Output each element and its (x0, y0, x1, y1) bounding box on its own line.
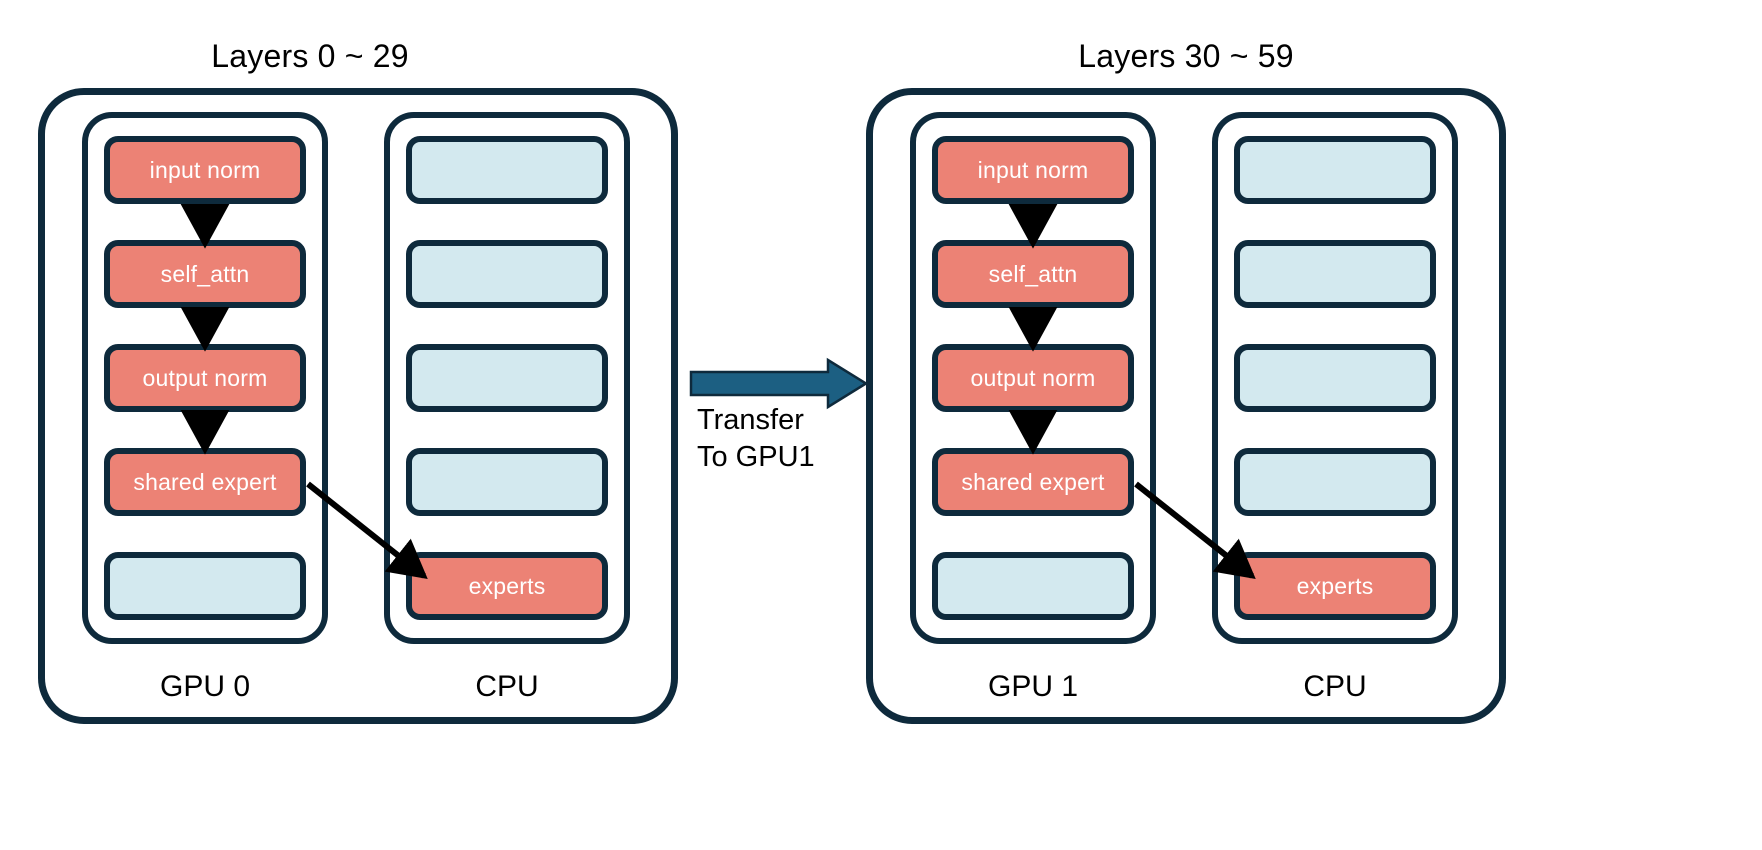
device-label-gpu0: GPU 0 (159, 670, 251, 703)
cpu-right-slot-4[interactable] (1234, 448, 1436, 516)
panel-title-left: Layers 0 ~ 29 (211, 38, 409, 74)
panel-title-right: Layers 30 ~ 59 (1078, 38, 1294, 74)
gpu1-slot-shared-expert[interactable]: shared expert (932, 448, 1134, 516)
gpu1-column: input norm self_attn output norm shared … (910, 112, 1156, 644)
device-label-gpu1: GPU 1 (987, 670, 1079, 703)
gpu0-slot-self-attn[interactable]: self_attn (104, 240, 306, 308)
gpu1-slot-output-norm[interactable]: output norm (932, 344, 1134, 412)
cpu-right-slot-experts[interactable]: experts (1234, 552, 1436, 620)
gpu1-slot-self-attn[interactable]: self_attn (932, 240, 1134, 308)
cpu-right-column: experts (1212, 112, 1458, 644)
device-label-cpu-right: CPU (1303, 670, 1367, 703)
transfer-arrow-label: Transfer To GPU1 (697, 404, 815, 473)
gpu1-slot-input-norm[interactable]: input norm (932, 136, 1134, 204)
cpu-left-slot-1[interactable] (406, 136, 608, 204)
transfer-arrow-shape (689, 357, 869, 410)
gpu0-slot-input-norm[interactable]: input norm (104, 136, 306, 204)
cpu-left-slot-3[interactable] (406, 344, 608, 412)
cpu-left-slot-2[interactable] (406, 240, 608, 308)
cpu-left-slot-experts[interactable]: experts (406, 552, 608, 620)
gpu0-column: input norm self_attn output norm shared … (82, 112, 328, 644)
gpu1-slot-empty[interactable] (932, 552, 1134, 620)
cpu-right-slot-2[interactable] (1234, 240, 1436, 308)
gpu0-slot-shared-expert[interactable]: shared expert (104, 448, 306, 516)
cpu-left-column: experts (384, 112, 630, 644)
cpu-left-slot-4[interactable] (406, 448, 608, 516)
cpu-right-slot-1[interactable] (1234, 136, 1436, 204)
gpu0-slot-empty[interactable] (104, 552, 306, 620)
transfer-arrow (689, 357, 869, 410)
device-label-cpu-left: CPU (475, 670, 539, 703)
gpu0-slot-output-norm[interactable]: output norm (104, 344, 306, 412)
cpu-right-slot-3[interactable] (1234, 344, 1436, 412)
